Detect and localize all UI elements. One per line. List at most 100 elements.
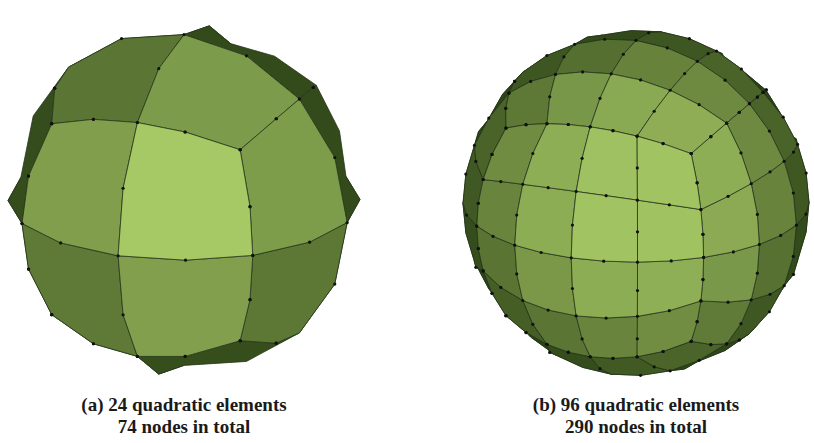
mesh-node: [636, 199, 639, 202]
mesh-node: [504, 126, 507, 129]
mesh-node: [690, 340, 693, 343]
mesh-node: [725, 122, 728, 125]
mesh-node: [545, 122, 548, 125]
mesh-node: [275, 117, 278, 120]
mesh-node: [531, 152, 534, 155]
mesh-node: [482, 269, 485, 272]
mesh-node: [554, 73, 557, 76]
mesh-node: [298, 97, 301, 100]
mesh-node: [50, 313, 53, 316]
mesh-node: [136, 121, 139, 124]
mesh-node: [521, 183, 524, 186]
mesh-node: [504, 314, 507, 317]
mesh-node: [504, 314, 507, 317]
mesh-node: [792, 255, 795, 258]
mesh-node: [545, 343, 548, 346]
mesh-node: [121, 187, 124, 190]
mesh-node: [709, 343, 712, 346]
mesh-node: [120, 37, 123, 40]
mesh-node: [732, 250, 735, 253]
mesh-node: [709, 135, 712, 138]
mesh-node: [540, 251, 543, 254]
mesh-node: [636, 355, 639, 358]
caption-label: 290 nodes in total: [565, 416, 707, 438]
mesh-node: [739, 151, 742, 154]
mesh-node: [639, 374, 642, 377]
mesh-node: [27, 174, 30, 177]
mesh-node: [573, 43, 576, 46]
mesh-node: [690, 340, 693, 343]
mesh-node: [545, 343, 548, 346]
mesh-node: [504, 314, 507, 317]
mesh-node: [53, 87, 56, 90]
mesh-node: [251, 254, 254, 257]
mesh-node: [182, 33, 185, 36]
mesh-node: [524, 331, 527, 334]
mesh-node: [184, 355, 187, 358]
mesh-node: [738, 111, 741, 114]
mesh-node: [275, 117, 278, 120]
mesh-node: [768, 293, 771, 296]
mesh-node: [184, 130, 187, 133]
mesh-node: [116, 254, 119, 257]
mesh-node: [275, 342, 278, 345]
mesh-node: [524, 123, 527, 126]
mesh-node: [499, 180, 502, 183]
mesh-node: [611, 357, 614, 360]
mesh-node: [474, 266, 477, 269]
mesh-node: [589, 355, 592, 358]
mesh-node: [653, 110, 656, 113]
mesh-node: [333, 156, 336, 159]
mesh-node: [647, 31, 650, 34]
mesh-node: [482, 178, 485, 181]
mesh-node: [636, 230, 639, 233]
mesh-node: [308, 241, 311, 244]
mesh-element: [637, 257, 703, 316]
mesh-node: [589, 355, 592, 358]
mesh-node: [581, 70, 584, 73]
mesh-node: [605, 194, 608, 197]
mesh-node: [239, 148, 242, 151]
mesh-node: [575, 314, 578, 317]
mesh-node: [547, 308, 550, 311]
mesh-node: [570, 256, 573, 259]
mesh-node: [92, 342, 95, 345]
mesh-node: [701, 233, 704, 236]
mesh-element: [118, 255, 253, 356]
mesh-node: [805, 172, 808, 175]
mesh-node: [699, 208, 702, 211]
mesh-node: [275, 342, 278, 345]
mesh-node: [490, 292, 493, 295]
mesh-node: [524, 123, 527, 126]
mesh-node: [636, 135, 639, 138]
mesh-node: [571, 287, 574, 290]
mesh-node: [636, 289, 639, 292]
mesh-node: [477, 247, 480, 250]
mesh-node: [761, 91, 764, 94]
mesh-node: [598, 367, 601, 370]
mesh-element: [118, 123, 253, 261]
mesh-node: [545, 54, 548, 57]
mesh-node: [724, 79, 727, 82]
mesh-node: [611, 129, 614, 132]
mesh-node: [669, 89, 672, 92]
caption-label: (b) 96 quadratic elements: [533, 394, 739, 416]
mesh-node: [636, 315, 639, 318]
mesh-node: [547, 186, 550, 189]
mesh-node: [477, 247, 480, 250]
mesh-node: [690, 340, 693, 343]
mesh-node: [636, 337, 639, 340]
mesh-node: [756, 213, 759, 216]
mesh-node: [690, 152, 693, 155]
mesh-node: [491, 235, 494, 238]
mesh-node: [20, 222, 23, 225]
mesh-node: [499, 286, 502, 289]
mesh-node: [346, 221, 349, 224]
mesh-node: [768, 170, 771, 173]
mesh-node: [702, 256, 705, 259]
mesh-node: [477, 202, 480, 205]
mesh-node: [725, 342, 728, 345]
mesh-node: [668, 203, 671, 206]
